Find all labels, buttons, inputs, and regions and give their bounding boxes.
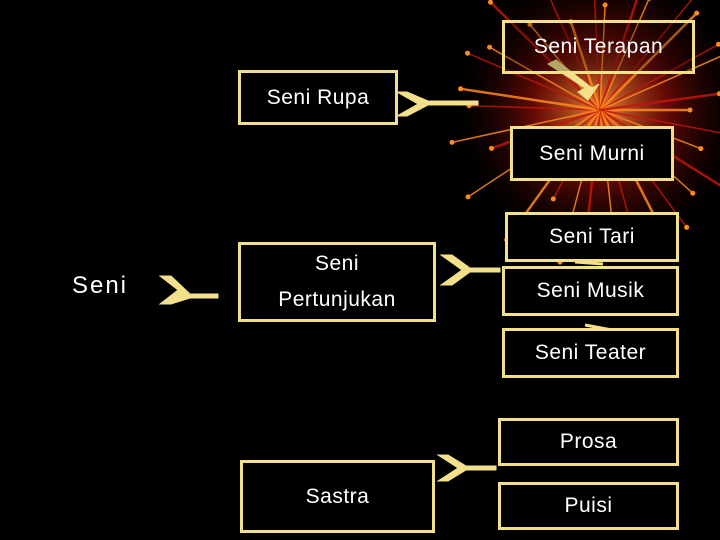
- arrow-terapan-pointer: [546, 59, 600, 101]
- firework-ray: [468, 104, 601, 111]
- firework-ray: [599, 0, 693, 111]
- node-label: Puisi: [564, 494, 613, 518]
- arrow-seni-to-pertunjukan: [158, 275, 219, 305]
- firework-spark: [602, 2, 608, 8]
- arrow-pertunjukan-to-children: [439, 254, 501, 286]
- firework-spark: [647, 0, 652, 1]
- arrow-rupa-to-children: [395, 91, 479, 117]
- firework-spark: [687, 107, 693, 113]
- firework-ray: [593, 0, 601, 111]
- node-label: Seni Murni: [539, 141, 645, 165]
- node-label: Seni Musik: [536, 279, 645, 303]
- firework-spark: [465, 50, 470, 56]
- node-seni-root: Seni: [42, 258, 158, 314]
- firework-ray: [599, 109, 720, 134]
- node-label: Seni Tari: [549, 225, 635, 249]
- firework-ray: [599, 55, 720, 111]
- node-label-line1: Seni: [314, 252, 360, 276]
- node-seni-musik: Seni Musik: [502, 266, 679, 316]
- firework-ray: [598, 92, 720, 112]
- node-seni-murni: Seni Murni: [510, 126, 674, 181]
- firework-spark: [487, 44, 493, 50]
- firework-spark: [489, 145, 494, 151]
- node-seni-rupa: Seni Rupa: [238, 70, 398, 125]
- firework-spark: [690, 190, 696, 196]
- firework-spark: [449, 139, 455, 145]
- firework-ray: [599, 43, 720, 111]
- firework-spark: [465, 194, 471, 200]
- firework-ray: [598, 11, 698, 112]
- firework-ray: [459, 87, 602, 112]
- firework-ray: [466, 52, 601, 111]
- node-label: Seni Terapan: [533, 35, 664, 59]
- node-seni-teater: Seni Teater: [502, 328, 679, 378]
- node-label: Seni: [71, 271, 129, 299]
- node-seni-pertunjukan: Seni Pertunjukan: [238, 242, 436, 322]
- arrow-sastra-to-children: [436, 454, 497, 482]
- firework-spark: [488, 0, 493, 5]
- firework-ray: [569, 20, 602, 112]
- firework-spark: [716, 41, 720, 47]
- firework-spark: [684, 224, 690, 230]
- node-seni-tari: Seni Tari: [505, 212, 679, 262]
- firework-ray: [488, 46, 601, 111]
- node-label: Prosa: [559, 430, 618, 454]
- firework-spark: [698, 146, 704, 152]
- node-prosa: Prosa: [498, 418, 679, 466]
- firework-spark: [527, 21, 533, 27]
- firework-ray: [598, 0, 639, 112]
- node-label-line2: Pertunjukan: [278, 288, 396, 311]
- node-label: Seni Rupa: [266, 85, 370, 109]
- arrow-musik-tick: [574, 260, 604, 266]
- firework-spark: [550, 196, 556, 202]
- node-label: Seni Teater: [534, 341, 647, 365]
- node-sastra: Sastra: [240, 460, 435, 533]
- firework-spark: [694, 10, 700, 16]
- node-label: Sastra: [305, 484, 370, 508]
- firework-ray: [599, 0, 650, 111]
- firework-spark: [716, 91, 720, 97]
- node-puisi: Puisi: [498, 482, 679, 530]
- firework-spark: [458, 86, 464, 92]
- node-seni-terapan: Seni Terapan: [502, 20, 695, 74]
